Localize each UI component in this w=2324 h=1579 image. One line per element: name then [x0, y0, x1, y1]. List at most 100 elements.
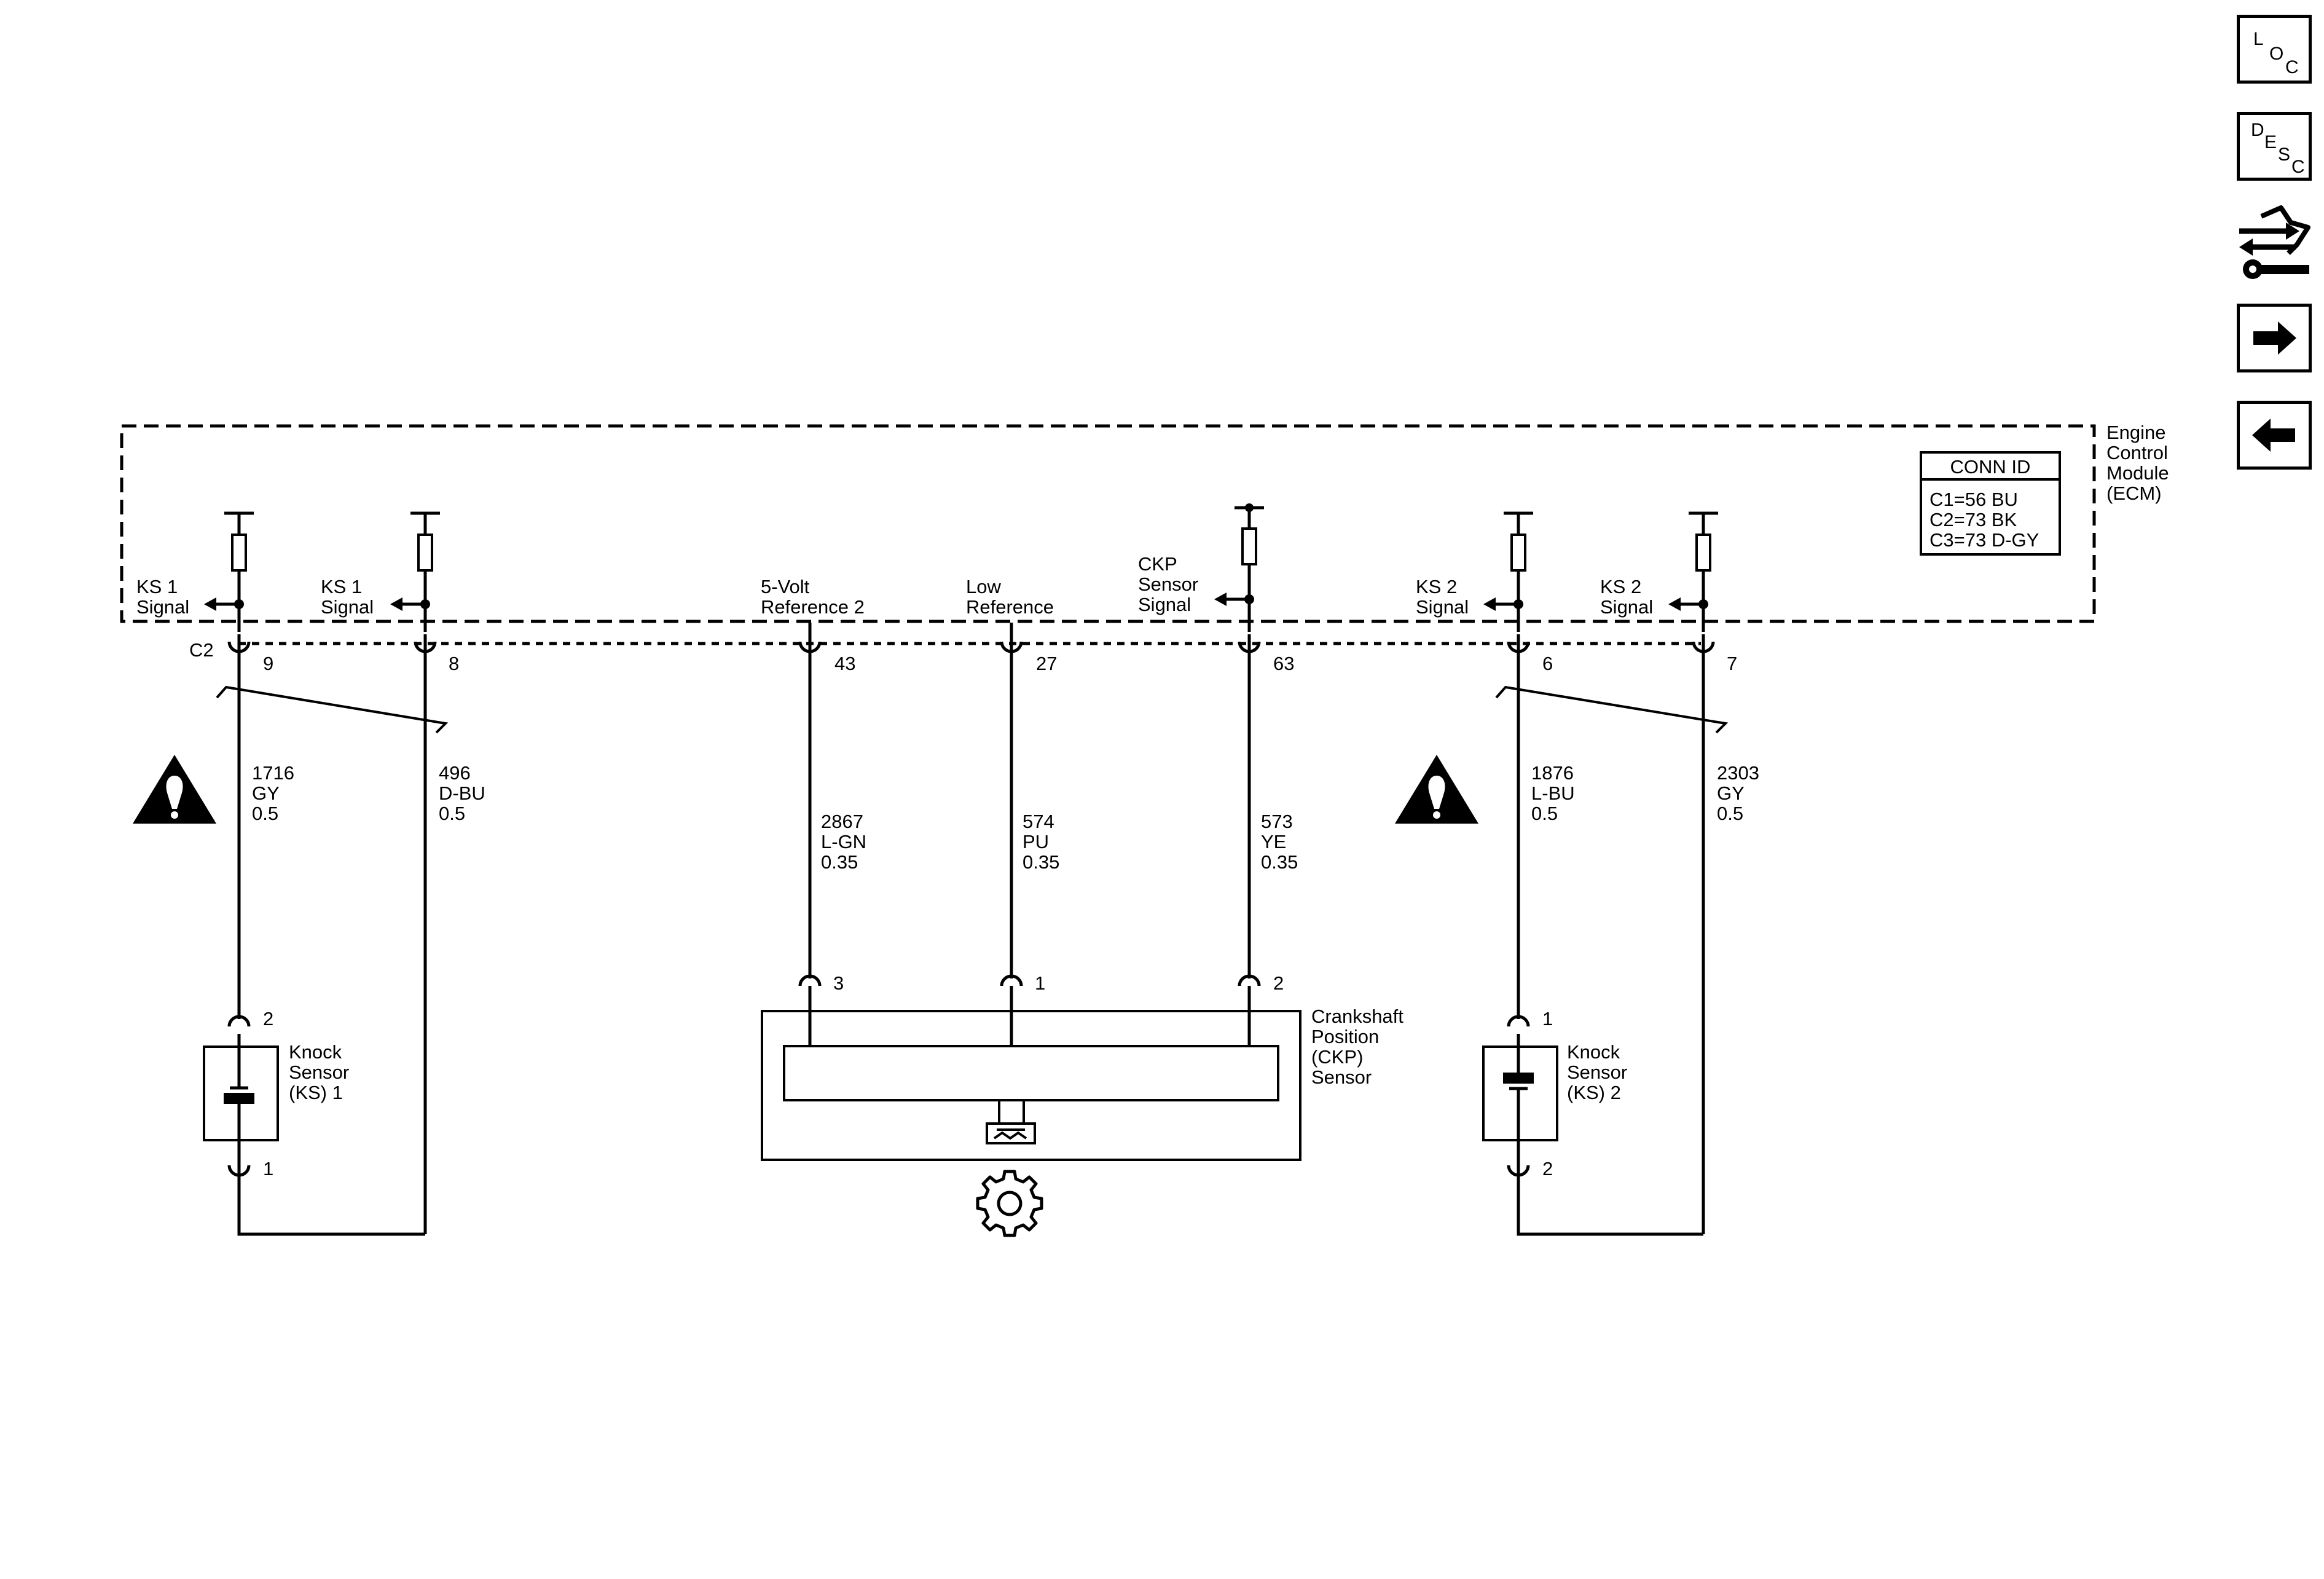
knock-sensor-1: 2 1 Knock Sensor (KS) 1: [203, 994, 349, 1179]
svg-text:GY: GY: [252, 782, 280, 804]
location-letter: C: [2285, 57, 2299, 77]
svg-text:KS 2: KS 2: [1416, 576, 1457, 597]
location-letter: O: [2269, 44, 2284, 64]
ecm-module-outline: [120, 424, 2096, 623]
svg-text:574: 574: [1023, 811, 1054, 832]
svg-text:PU: PU: [1023, 831, 1049, 853]
previous-page-button[interactable]: [2237, 401, 2312, 470]
caution-icon: [133, 755, 216, 824]
svg-text:Sensor: Sensor: [1567, 1061, 1627, 1083]
svg-text:2: 2: [1273, 972, 1284, 994]
svg-text:43: 43: [834, 653, 855, 674]
gear-icon: [976, 1170, 1043, 1237]
svg-text:Crankshaft: Crankshaft: [1311, 1006, 1403, 1027]
svg-text:573: 573: [1261, 811, 1293, 832]
conn-id-table: CONN ID C1=56 BU C2=73 BK C3=73 D-GY: [1920, 451, 2061, 556]
svg-text:1: 1: [1542, 1008, 1553, 1030]
svg-text:GY: GY: [1717, 782, 1745, 804]
svg-text:L-GN: L-GN: [821, 831, 866, 853]
circuit-ckp-sensor-signal: CKP Sensor Signal 63 573 YE 0.35: [1138, 503, 1298, 979]
svg-text:Sensor: Sensor: [289, 1061, 349, 1083]
svg-text:Reference 2: Reference 2: [761, 596, 865, 618]
svg-text:0.5: 0.5: [1717, 803, 1743, 824]
svg-text:496: 496: [439, 762, 471, 784]
svg-text:Control: Control: [2106, 442, 2168, 463]
svg-text:0.5: 0.5: [252, 803, 278, 824]
ckp-sensor: 3 1 2 Crankshaft Position (CKP) Sensor: [761, 972, 1403, 1161]
svg-text:YE: YE: [1261, 831, 1286, 853]
svg-text:7: 7: [1727, 653, 1737, 674]
svg-text:3: 3: [833, 972, 844, 994]
svg-text:L-BU: L-BU: [1531, 782, 1575, 804]
description-button[interactable]: D E S C: [2237, 112, 2312, 181]
svg-text:KS 1: KS 1: [136, 576, 178, 597]
circuit-ks1-signal-pin8: KS 1 Signal 8 496 D-BU 0.5: [321, 511, 485, 1234]
description-letter: C: [2291, 157, 2305, 177]
svg-text:0.35: 0.35: [1023, 851, 1059, 873]
svg-text:5-Volt: 5-Volt: [761, 576, 810, 597]
svg-text:9: 9: [263, 653, 273, 674]
arrow-right-icon: [2253, 321, 2296, 355]
svg-text:2: 2: [263, 1008, 273, 1030]
description-letter: S: [2278, 144, 2291, 165]
circuit-ks1-signal-pin9: KS 1 Signal 9 1716 GY 0.5: [136, 511, 294, 994]
svg-text:1: 1: [263, 1158, 273, 1179]
svg-text:Sensor: Sensor: [1311, 1066, 1372, 1088]
svg-text:63: 63: [1273, 653, 1294, 674]
svg-text:(ECM): (ECM): [2106, 482, 2162, 504]
svg-text:Position: Position: [1311, 1026, 1379, 1047]
circuit-5v-reference: 5-Volt Reference 2 43 2867 L-GN 0.35: [761, 576, 866, 979]
svg-text:0.5: 0.5: [1531, 803, 1558, 824]
svg-text:0.5: 0.5: [439, 803, 465, 824]
svg-text:Signal: Signal: [1416, 596, 1469, 618]
circuit-low-reference: Low Reference 27 574 PU 0.35: [966, 576, 1059, 979]
svg-text:Engine: Engine: [2106, 422, 2166, 443]
conn-id-row: C1=56 BU: [1929, 489, 2018, 510]
connector-wrench-icon: [2239, 205, 2310, 279]
svg-text:Reference: Reference: [966, 596, 1054, 618]
conn-id-title: CONN ID: [1950, 456, 2031, 478]
svg-text:KS 1: KS 1: [321, 576, 362, 597]
svg-text:0.35: 0.35: [1261, 851, 1298, 873]
svg-text:6: 6: [1542, 653, 1553, 674]
svg-text:1716: 1716: [252, 762, 294, 784]
svg-text:Sensor: Sensor: [1138, 573, 1198, 595]
svg-text:Signal: Signal: [1600, 596, 1653, 618]
conn-id-row: C3=73 D-GY: [1929, 529, 2039, 551]
svg-text:(KS) 2: (KS) 2: [1567, 1082, 1621, 1103]
ks1-return-wire: [237, 1175, 425, 1236]
circuit-ks2-signal-pin6: KS 2 Signal 6 1876 L-BU 0.5: [1416, 511, 1575, 994]
svg-text:Signal: Signal: [321, 596, 374, 618]
twisted-pair-indicator: [1495, 685, 1729, 734]
circuit-ks2-signal-pin7: KS 2 Signal 7 2303 GY 0.5: [1600, 511, 1759, 1234]
svg-text:Knock: Knock: [1567, 1041, 1620, 1063]
svg-text:0.35: 0.35: [821, 851, 858, 873]
svg-text:27: 27: [1036, 653, 1057, 674]
twisted-pair-indicator: [216, 685, 449, 734]
svg-text:CKP: CKP: [1138, 553, 1177, 575]
svg-text:(KS) 1: (KS) 1: [289, 1082, 343, 1103]
svg-text:8: 8: [449, 653, 459, 674]
svg-text:(CKP): (CKP): [1311, 1046, 1363, 1068]
svg-text:Module: Module: [2106, 462, 2169, 484]
svg-text:Knock: Knock: [289, 1041, 342, 1063]
next-page-button[interactable]: [2237, 304, 2312, 372]
svg-text:1: 1: [1035, 972, 1045, 994]
svg-text:2: 2: [1542, 1158, 1553, 1179]
svg-text:Low: Low: [966, 576, 1001, 597]
svg-text:D-BU: D-BU: [439, 782, 485, 804]
description-letter: E: [2264, 132, 2277, 152]
svg-text:2303: 2303: [1717, 762, 1759, 784]
location-button[interactable]: L O C: [2237, 15, 2312, 84]
location-letter: L: [2253, 29, 2264, 49]
svg-text:Signal: Signal: [136, 596, 189, 618]
description-letter: D: [2251, 120, 2264, 140]
conn-id-row: C2=73 BK: [1929, 509, 2017, 530]
arrow-left-icon: [2252, 419, 2295, 452]
ks2-return-wire: [1517, 1175, 1703, 1236]
connector-id-c2: C2: [189, 639, 214, 661]
knock-sensor-2: 1 2 Knock Sensor (KS) 2: [1482, 994, 1627, 1179]
caution-icon: [1395, 755, 1478, 824]
diagnostic-tools-button[interactable]: [2234, 199, 2314, 285]
